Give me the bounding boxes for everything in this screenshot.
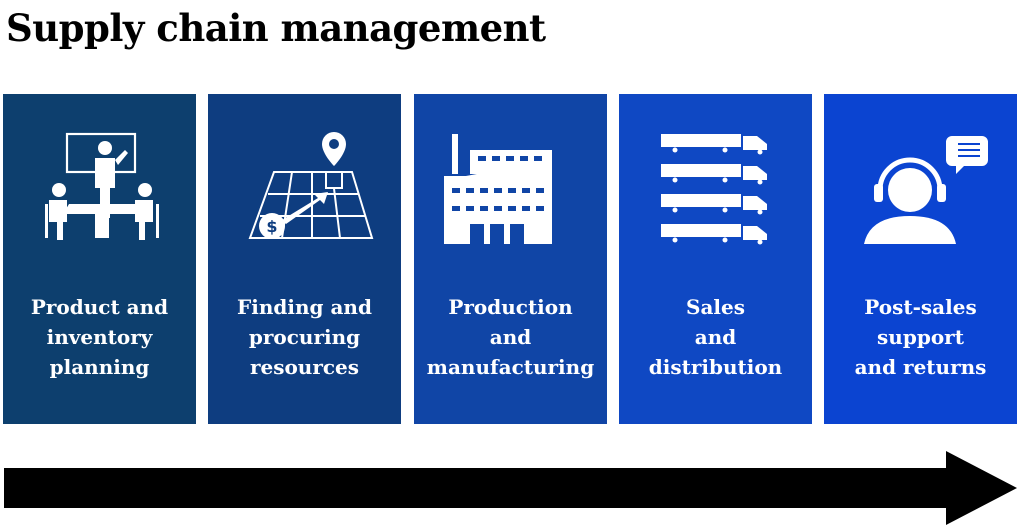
stage-panel-support: Post-sales support and returns [824,94,1017,424]
stage-label: Finding and procuring resources [237,295,372,379]
stage-label: Post-sales support and returns [854,295,987,379]
stage-label: Sales and distribution [648,295,783,379]
meeting-planning-icon [45,132,159,240]
factory-icon [444,134,552,244]
stage-panel-planning: Product and inventory planning [3,94,196,424]
flow-arrow [4,451,1017,525]
svg-text:$: $ [266,217,277,236]
support-headset-icon [864,136,988,244]
stage-panel-sourcing: $ Finding and procuring resources [208,94,401,424]
stage-panel-distribution: Sales and distribution [619,94,812,424]
map-sourcing-icon: $ [248,132,374,239]
stage-panel-production: Production and manufacturing [414,94,607,424]
stage-label: Production and manufacturing [426,295,595,379]
stage-label: Product and inventory planning [30,295,169,379]
page-title: Supply chain management [6,6,546,50]
trucks-icon [661,134,767,245]
